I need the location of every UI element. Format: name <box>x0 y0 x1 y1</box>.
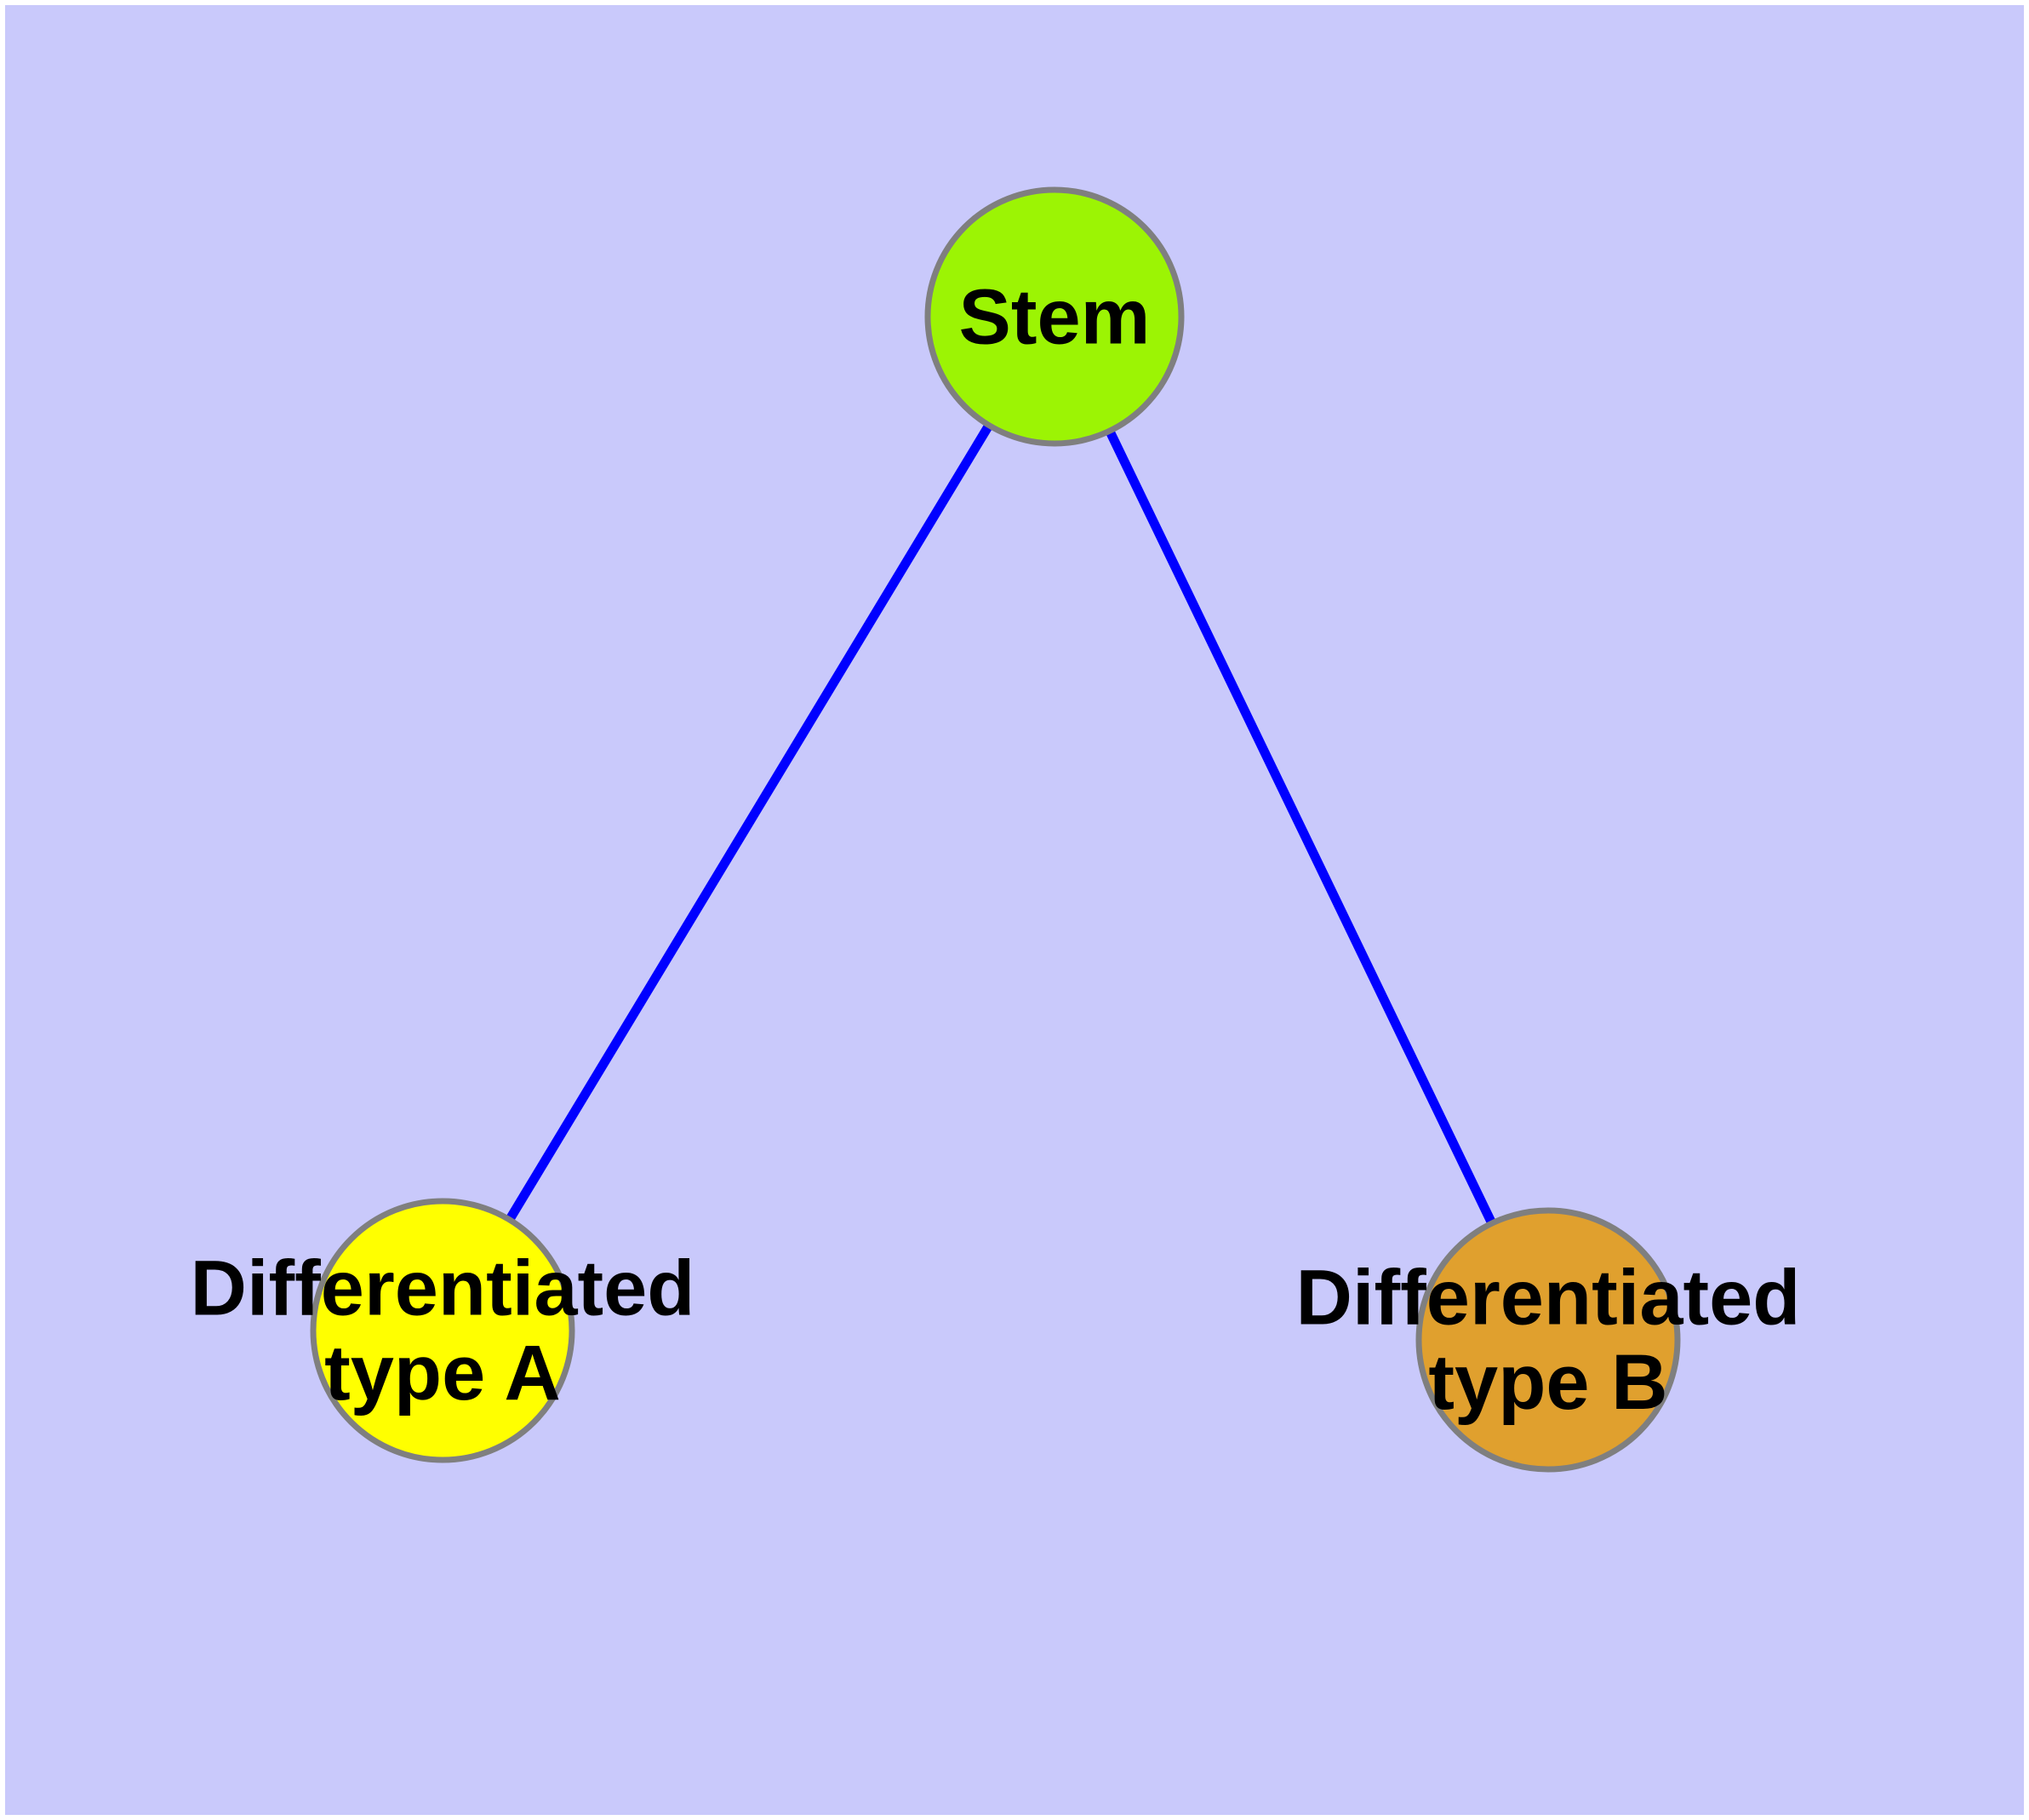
graph-node-diff-a[interactable] <box>310 1198 575 1463</box>
graph-node-stem[interactable] <box>924 186 1185 447</box>
graph-node-label-line: Differentiated <box>1296 1255 1801 1342</box>
edges-layer <box>506 424 1496 1224</box>
graph-node-label-line: type B <box>1428 1339 1667 1426</box>
nodes-layer <box>310 186 1681 1473</box>
graph-node-label-stem: Stem <box>959 273 1151 360</box>
graph-node-diff-b[interactable] <box>1415 1207 1681 1473</box>
graph-node-label-line: Differentiated <box>191 1245 695 1332</box>
graph-edge-stem-to-diff-a <box>506 424 992 1222</box>
graph-node-label-line: type A <box>324 1330 561 1417</box>
graph-node-label-line: Stem <box>959 273 1151 360</box>
graph-edge-stem-to-diff-b <box>1106 430 1496 1224</box>
